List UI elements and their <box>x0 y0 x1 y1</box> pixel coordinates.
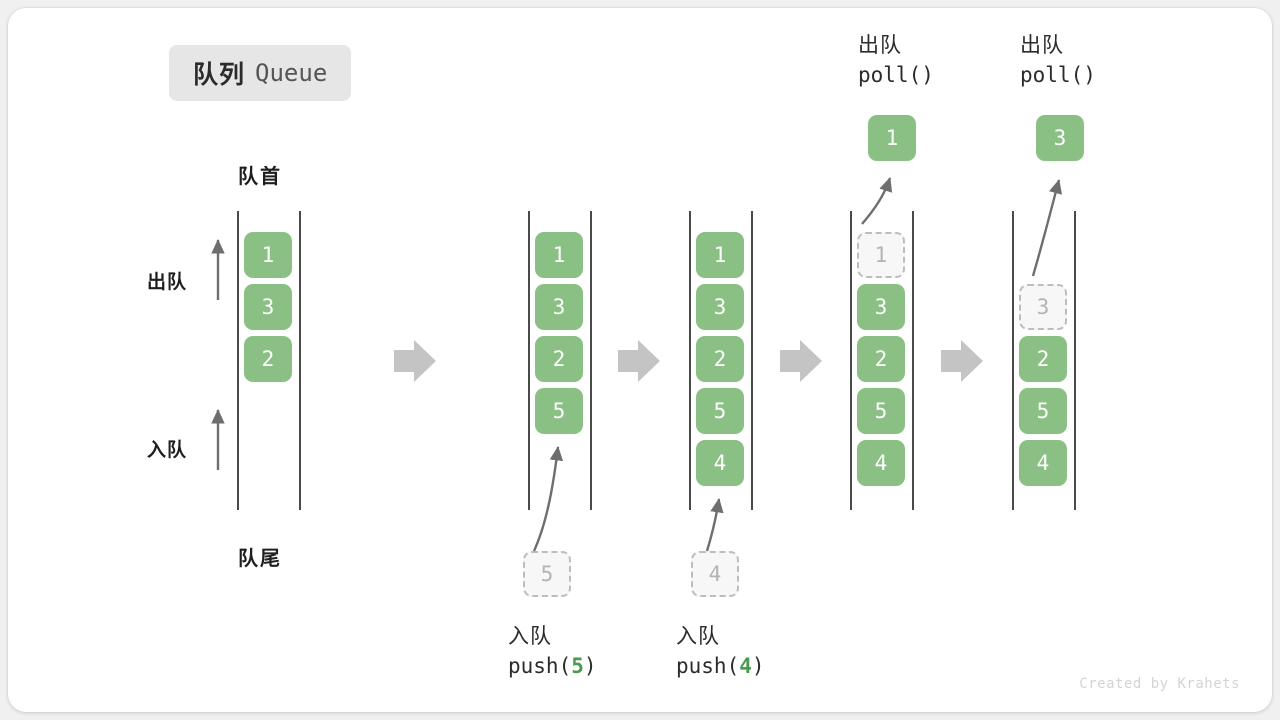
caption-code-number: 5 <box>571 654 584 679</box>
queue-element: 3 <box>244 284 292 330</box>
popped-element: 3 <box>1036 115 1084 161</box>
caption-chinese: 入队 <box>508 624 552 648</box>
top-label-code: poll() <box>858 63 934 88</box>
top-label-code: poll() <box>1020 63 1096 88</box>
queue-element: 1 <box>696 232 744 278</box>
queue-rail-right-panel-3 <box>751 211 753 510</box>
queue-element: 2 <box>1019 336 1067 382</box>
queue-element: 5 <box>535 388 583 434</box>
queue-element-ghost: 1 <box>857 232 905 278</box>
queue-element: 3 <box>857 284 905 330</box>
queue-element: 2 <box>535 336 583 382</box>
incoming-element-ghost: 4 <box>691 551 739 597</box>
queue-rail-right-panel-1 <box>299 211 301 510</box>
queue-element: 1 <box>535 232 583 278</box>
queue-rear-label: 队尾 <box>238 546 282 570</box>
panel-top-label-poll-1: 出队 poll() <box>858 30 934 91</box>
queue-element: 5 <box>1019 388 1067 434</box>
queue-rail-left-panel-2 <box>528 211 530 510</box>
caption-chinese: 入队 <box>676 624 720 648</box>
incoming-element-ghost: 5 <box>523 551 571 597</box>
enqueue-direction-label: 入队 <box>147 439 188 461</box>
caption-code-suffix: ) <box>751 654 765 679</box>
dequeue-direction-label: 出队 <box>147 271 188 293</box>
title-english: Queue <box>255 59 328 87</box>
title-chinese: 队列 <box>193 60 246 89</box>
queue-element: 1 <box>244 232 292 278</box>
panel-caption-push-4: 入队 push(4) <box>676 621 765 682</box>
caption-code: push(4) <box>676 651 765 681</box>
queue-element: 3 <box>535 284 583 330</box>
queue-element: 2 <box>857 336 905 382</box>
queue-element: 5 <box>857 388 905 434</box>
queue-rail-right-panel-4 <box>912 211 914 510</box>
queue-element: 2 <box>696 336 744 382</box>
queue-element: 2 <box>244 336 292 382</box>
diagram-card <box>8 8 1272 712</box>
caption-code-prefix: push( <box>508 654 572 679</box>
panel-caption-push-5: 入队 push(5) <box>508 621 597 682</box>
queue-rail-right-panel-2 <box>590 211 592 510</box>
queue-rail-right-panel-5 <box>1074 211 1076 510</box>
caption-code-number: 4 <box>739 654 752 679</box>
queue-element: 3 <box>696 284 744 330</box>
panel-top-label-poll-3: 出队 poll() <box>1020 30 1096 91</box>
queue-rail-left-panel-4 <box>850 211 852 510</box>
footer-credit: Created by Krahets <box>1079 676 1240 692</box>
queue-element: 5 <box>696 388 744 434</box>
queue-element: 4 <box>1019 440 1067 486</box>
title-badge: 队列 Queue <box>169 45 352 101</box>
queue-rail-left-panel-3 <box>689 211 691 510</box>
popped-element: 1 <box>868 115 916 161</box>
queue-front-label: 队首 <box>238 164 282 188</box>
top-label-chinese: 出队 <box>1020 33 1064 57</box>
caption-code: push(5) <box>508 651 597 681</box>
queue-rail-left-panel-1 <box>237 211 239 510</box>
caption-code-prefix: push( <box>676 654 740 679</box>
queue-element: 4 <box>857 440 905 486</box>
top-label-chinese: 出队 <box>858 33 902 57</box>
queue-element: 4 <box>696 440 744 486</box>
queue-rail-left-panel-5 <box>1012 211 1014 510</box>
queue-element-ghost: 3 <box>1019 284 1067 330</box>
caption-code-suffix: ) <box>583 654 597 679</box>
